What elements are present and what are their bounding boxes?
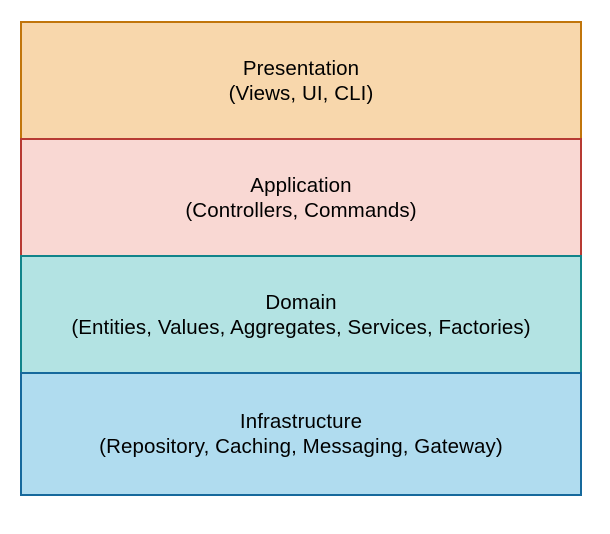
- layer-band-application[interactable]: Application (Controllers, Commands): [20, 138, 582, 257]
- layer-title-domain: Domain: [265, 290, 337, 314]
- layer-title-application: Application: [250, 173, 352, 197]
- layer-band-presentation[interactable]: Presentation (Views, UI, CLI): [20, 21, 582, 140]
- layer-subtitle-application: (Controllers, Commands): [185, 198, 417, 222]
- layer-stack: Presentation (Views, UI, CLI) Applicatio…: [20, 21, 582, 496]
- layer-subtitle-domain: (Entities, Values, Aggregates, Services,…: [71, 315, 531, 339]
- layer-subtitle-infrastructure: (Repository, Caching, Messaging, Gateway…: [99, 435, 503, 458]
- layer-title-infrastructure: Infrastructure: [239, 410, 363, 433]
- layer-band-domain[interactable]: Domain (Entities, Values, Aggregates, Se…: [20, 255, 582, 374]
- layer-subtitle-presentation: (Views, UI, CLI): [228, 81, 374, 105]
- layer-title-presentation: Presentation: [242, 56, 360, 80]
- layer-band-infrastructure[interactable]: Infrastructure (Repository, Caching, Mes…: [20, 372, 582, 496]
